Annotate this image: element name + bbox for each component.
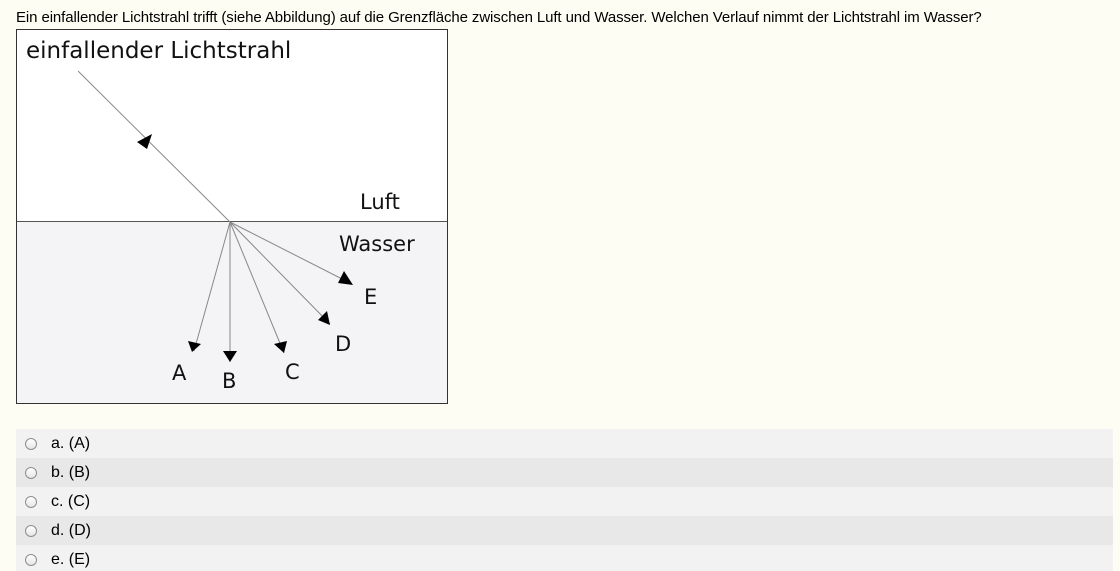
ray-c-arrowhead bbox=[274, 341, 287, 353]
answer-options: a. (A) b. (B) c. (C) d. (D) e. (E) bbox=[16, 429, 1113, 571]
water-label: Wasser bbox=[339, 232, 415, 256]
radio-button-a[interactable] bbox=[25, 437, 37, 450]
ray-a-label: A bbox=[172, 361, 187, 385]
ray-a bbox=[193, 221, 231, 352]
answer-option-e[interactable]: e. (E) bbox=[16, 545, 1113, 571]
air-region bbox=[16, 29, 448, 221]
ray-b-arrowhead bbox=[223, 351, 237, 362]
ray-e-label: E bbox=[364, 285, 377, 309]
incident-ray bbox=[77, 70, 231, 223]
figure-border bbox=[16, 29, 448, 404]
ray-c-label: C bbox=[285, 360, 300, 384]
answer-label-d[interactable]: d. (D) bbox=[51, 521, 91, 539]
incident-ray-label: einfallender Lichtstrahl bbox=[26, 38, 291, 64]
ray-c bbox=[229, 221, 285, 354]
incident-arrowhead bbox=[137, 134, 152, 149]
ray-d bbox=[229, 221, 331, 325]
air-label: Luft bbox=[360, 190, 400, 214]
radio-button-d[interactable] bbox=[25, 524, 37, 537]
water-region bbox=[16, 221, 448, 404]
radio-button-c[interactable] bbox=[25, 495, 37, 508]
ray-e-arrowhead bbox=[338, 271, 353, 285]
ray-d-label: D bbox=[335, 332, 351, 356]
radio-button-e[interactable] bbox=[25, 553, 37, 566]
ray-e bbox=[229, 221, 353, 285]
refraction-figure: einfallender Lichtstrahl Luft Wasser A B… bbox=[16, 29, 448, 404]
answer-option-c[interactable]: c. (C) bbox=[16, 487, 1113, 516]
answer-option-d[interactable]: d. (D) bbox=[16, 516, 1113, 545]
answer-label-c[interactable]: c. (C) bbox=[51, 492, 91, 510]
ray-a-arrowhead bbox=[188, 341, 201, 352]
ray-b-label: B bbox=[222, 369, 236, 393]
answer-label-a[interactable]: a. (A) bbox=[51, 434, 91, 452]
answer-option-a[interactable]: a. (A) bbox=[16, 429, 1113, 458]
answer-option-b[interactable]: b. (B) bbox=[16, 458, 1113, 487]
ray-d-arrowhead bbox=[318, 311, 330, 325]
refraction-diagram: einfallender Lichtstrahl Luft Wasser A B… bbox=[16, 29, 448, 404]
radio-button-b[interactable] bbox=[25, 466, 37, 479]
answer-label-b[interactable]: b. (B) bbox=[51, 463, 91, 481]
question-text: Ein einfallender Lichtstrahl trifft (sie… bbox=[16, 9, 982, 26]
answer-label-e[interactable]: e. (E) bbox=[51, 550, 91, 568]
